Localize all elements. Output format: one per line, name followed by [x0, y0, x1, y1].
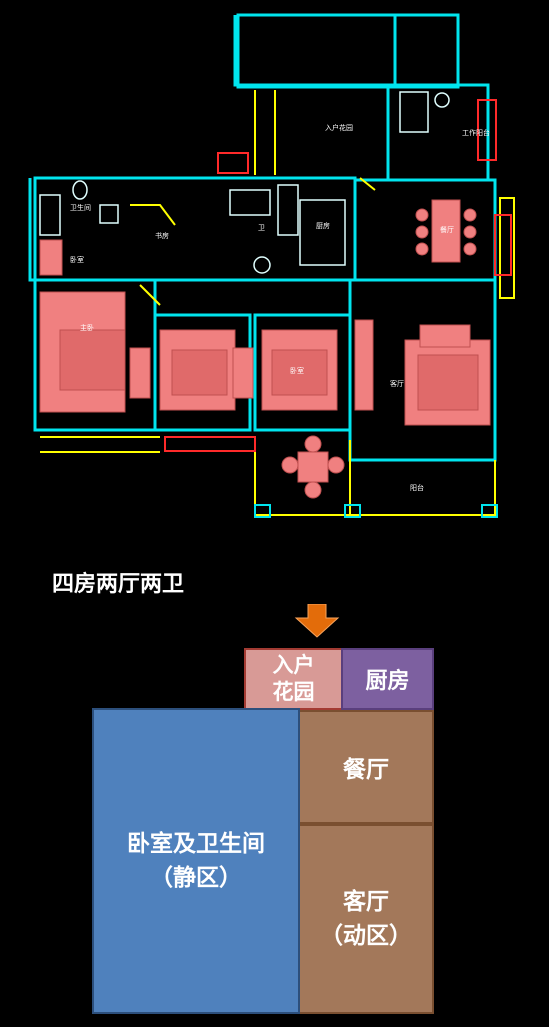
zone-bedroom-label-2: （静区） [150, 865, 242, 891]
zone-dining-label: 餐厅 [343, 757, 389, 783]
down-arrow-icon [294, 604, 340, 638]
floor-plan-fixtures [39, 91, 450, 274]
floor-plan-red-marks [164, 99, 512, 452]
zone-entry-label-2: 花园 [272, 680, 315, 704]
layout-caption: 四房两厅两卫 [52, 572, 185, 597]
zone-dining: 餐厅 [298, 710, 434, 824]
room-label: 客厅 [390, 379, 404, 388]
floor-plan-labels: 入户花园 卫生间 书房 厨房 餐厅 卧室 主卧 客厅 阳台 卫 工作阳台 卧室 [70, 123, 490, 492]
zone-bedroom-label-1: 卧室及卫生间 [127, 831, 265, 857]
room-label: 阳台 [410, 483, 424, 492]
room-label: 工作阳台 [462, 128, 490, 137]
floor-plan-posts [254, 504, 498, 518]
zone-entry-label-1: 入户 [272, 653, 315, 677]
zone-bedroom-bath: 卧室及卫生间 （静区） [92, 708, 300, 1014]
floor-plan: 入户花园 卫生间 书房 厨房 餐厅 卧室 主卧 客厅 阳台 卫 工作阳台 卧室 [28, 13, 515, 518]
room-label: 书房 [155, 231, 169, 240]
room-label: 卫 [258, 224, 265, 232]
zone-living-label-1: 客厅 [343, 889, 389, 915]
room-label: 餐厅 [440, 225, 454, 234]
room-label: 卧室 [70, 255, 84, 264]
room-label: 卫生间 [70, 203, 91, 212]
room-label: 卧室 [290, 366, 304, 375]
zone-living-label-2: （动区） [320, 923, 412, 949]
floor-plan-furniture [39, 199, 491, 499]
zone-entry-garden: 入户 花园 [244, 648, 343, 710]
floor-plan-windows [40, 90, 515, 516]
zone-kitchen: 厨房 [341, 648, 434, 710]
room-label: 主卧 [80, 323, 94, 332]
room-label: 厨房 [316, 221, 330, 230]
room-label: 入户花园 [325, 123, 353, 132]
zone-living: 客厅 （动区） [298, 824, 434, 1014]
zone-kitchen-label: 厨房 [365, 669, 410, 694]
